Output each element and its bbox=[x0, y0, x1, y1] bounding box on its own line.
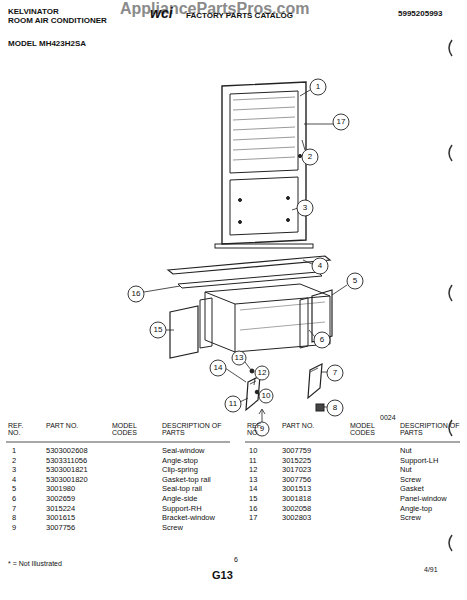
table-cell: Support-RH bbox=[162, 505, 202, 513]
callout-number: 8 bbox=[333, 404, 337, 412]
table-cell: 4/91 bbox=[424, 566, 438, 573]
table-cell: 6 bbox=[12, 495, 16, 503]
table-cell: G13 bbox=[212, 570, 233, 582]
table-cell: Seal-window bbox=[162, 447, 205, 455]
table-cell: Gasket-top rail bbox=[162, 476, 211, 484]
table-cell: Angle-side bbox=[162, 495, 197, 503]
table-cell: Nut bbox=[400, 466, 412, 474]
table-header: DESCRIPTION OF PARTS bbox=[400, 422, 460, 437]
callout-number: 11 bbox=[229, 400, 237, 408]
callout-number: 13 bbox=[235, 354, 244, 362]
table-cell: Gasket bbox=[400, 485, 424, 493]
table-cell: 5303001820 bbox=[46, 476, 88, 484]
table-cell: 3001513 bbox=[282, 485, 311, 493]
label-text: 0024 bbox=[380, 414, 396, 421]
callout-number: 5 bbox=[353, 277, 357, 285]
table-cell: 7 bbox=[12, 505, 16, 513]
table-cell: 5 bbox=[12, 485, 16, 493]
table-cell: 14 bbox=[249, 485, 257, 493]
table-cell: 12 bbox=[249, 466, 257, 474]
callout-number: 12 bbox=[258, 369, 267, 377]
table-cell: 15 bbox=[249, 495, 257, 503]
table-cell: wci bbox=[150, 6, 173, 21]
table-cell: Screw bbox=[400, 514, 421, 522]
table-header: MODEL CODES bbox=[112, 422, 146, 437]
callout-number: 1 bbox=[316, 83, 320, 91]
table-cell: Support-LH bbox=[400, 457, 438, 465]
table-cell: Bracket-window bbox=[162, 514, 215, 522]
table-cell: 3001980 bbox=[46, 485, 75, 493]
table-header: REF. NO. bbox=[8, 422, 34, 437]
label-text: KELVINATOR bbox=[8, 8, 59, 16]
table-cell: 5303001821 bbox=[46, 466, 88, 474]
table-header: MODEL CODES bbox=[350, 422, 384, 437]
callout-number: 6 bbox=[320, 336, 324, 344]
label-text: FACTORY PARTS CATALOG bbox=[186, 12, 293, 20]
label-text: MODEL MH423H2SA bbox=[8, 40, 86, 48]
table-cell: * = Not Illustrated bbox=[8, 560, 62, 567]
table-cell: Clip-spring bbox=[162, 466, 198, 474]
table-cell: 2 bbox=[12, 457, 16, 465]
table-cell: 9 bbox=[12, 524, 16, 532]
table-cell: 3007756 bbox=[46, 524, 75, 532]
table-cell: 16 bbox=[249, 505, 257, 513]
table-cell: 6 bbox=[234, 556, 238, 563]
table-cell: 3007756 bbox=[282, 476, 311, 484]
table-cell: 3002803 bbox=[282, 514, 311, 522]
table-cell: 17 bbox=[249, 514, 257, 522]
table-cell: 1 bbox=[12, 447, 16, 455]
table-header: DESCRIPTION OF PARTS bbox=[162, 422, 222, 437]
table-header: PART NO. bbox=[46, 422, 86, 429]
table-cell: Screw bbox=[400, 476, 421, 484]
callout-number: 17 bbox=[337, 118, 346, 126]
table-cell: 3001818 bbox=[282, 495, 311, 503]
table-header: REF. NO. bbox=[247, 422, 273, 437]
callout-number: 14 bbox=[214, 364, 223, 372]
table-cell: Angle-stop bbox=[162, 457, 198, 465]
table-cell: 3 bbox=[12, 466, 16, 474]
table-cell: 3017023 bbox=[282, 466, 311, 474]
callout-number: 2 bbox=[308, 153, 312, 161]
table-cell: 10 bbox=[249, 447, 257, 455]
table-cell: 11 bbox=[249, 457, 257, 465]
table-cell: 5303311056 bbox=[46, 457, 87, 465]
table-cell: 4 bbox=[12, 476, 16, 484]
callout-number: 10 bbox=[262, 392, 271, 400]
label-text: 5995205993 bbox=[398, 10, 443, 18]
table-cell: Angle-top bbox=[400, 505, 432, 513]
table-cell: 3002058 bbox=[282, 505, 311, 513]
table-cell: Panel-window bbox=[400, 495, 447, 503]
table-cell: Nut bbox=[400, 447, 412, 455]
callout-number: 4 bbox=[318, 262, 322, 270]
table-header: PART NO. bbox=[282, 422, 322, 429]
callout-number: 7 bbox=[333, 369, 337, 377]
callout-number: 3 bbox=[303, 204, 307, 212]
callout-number: 15 bbox=[154, 326, 163, 334]
callout-number: 16 bbox=[132, 290, 141, 298]
label-text: ROOM AIR CONDITIONER bbox=[8, 17, 107, 25]
table-cell: 3007759 bbox=[282, 447, 311, 455]
table-cell: 8 bbox=[12, 514, 16, 522]
table-cell: 3015224 bbox=[46, 505, 75, 513]
table-cell: 13 bbox=[249, 476, 257, 484]
table-cell: 3001615 bbox=[46, 514, 75, 522]
table-cell: Screw bbox=[162, 524, 183, 532]
table-cell: 3015225 bbox=[282, 457, 311, 465]
table-cell: 3002659 bbox=[46, 495, 75, 503]
table-cell: Seal-top rail bbox=[162, 485, 202, 493]
table-cell: 5303002608 bbox=[46, 447, 88, 455]
